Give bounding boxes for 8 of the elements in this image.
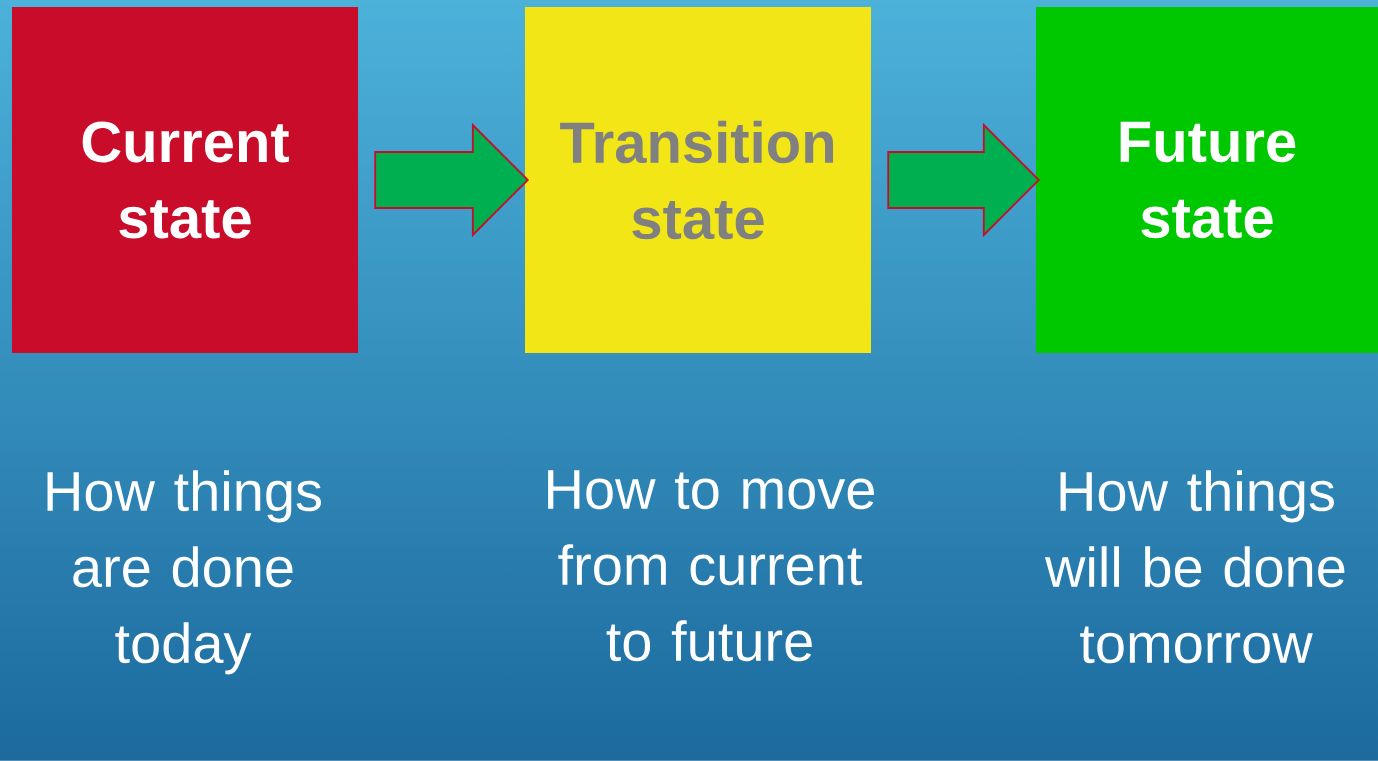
block-arrow	[374, 122, 530, 238]
caption-text: How things will be done tomorrow	[1044, 470, 1345, 664]
state-box: Current state	[12, 7, 358, 353]
state-box: Transition state	[525, 7, 871, 353]
caption-text: How to move from current to future	[548, 470, 874, 662]
block-arrow	[887, 122, 1041, 238]
caption-text: How things are done today	[47, 470, 321, 675]
state-box: Future state	[1036, 7, 1378, 353]
